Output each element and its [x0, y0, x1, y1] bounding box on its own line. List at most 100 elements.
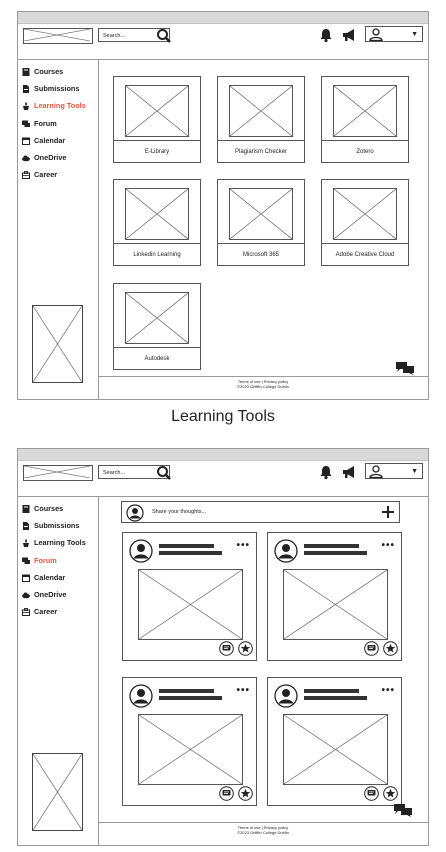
search-input[interactable]: Search... — [98, 465, 170, 479]
sidebar-item-career[interactable]: Career — [22, 607, 57, 616]
document-icon — [22, 521, 30, 530]
post-meta-placeholder — [304, 696, 367, 700]
header: Search... ▼ — [18, 461, 428, 497]
forum-post[interactable]: ••• — [267, 532, 402, 661]
sidebar-item-label: OneDrive — [34, 590, 67, 599]
post-meta-placeholder — [159, 551, 222, 555]
sidebar-item-label: Submissions — [34, 521, 80, 530]
sidebar-image-placeholder — [32, 305, 83, 383]
sidebar-item-onedrive[interactable]: OneDrive — [22, 590, 66, 599]
tool-image-placeholder — [333, 85, 397, 137]
tool-image-placeholder — [125, 85, 189, 137]
sidebar-item-label: Career — [34, 170, 58, 179]
user-icon — [369, 28, 383, 41]
tool-tile[interactable]: E-Library — [113, 76, 201, 163]
tool-label: Autodesk — [144, 356, 170, 362]
sidebar: Courses Submissions Learning Tools Forum… — [18, 497, 99, 845]
sidebar-item-calendar[interactable]: Calendar — [22, 136, 65, 145]
star-icon[interactable] — [238, 641, 253, 656]
user-menu[interactable]: ▼ — [365, 463, 423, 479]
forum-post[interactable]: ••• — [122, 532, 257, 661]
more-options-icon[interactable]: ••• — [381, 540, 395, 551]
forum-post[interactable]: ••• — [122, 677, 257, 806]
megaphone-icon[interactable] — [341, 27, 357, 43]
sidebar-image-placeholder — [32, 753, 83, 831]
more-options-icon[interactable]: ••• — [381, 685, 395, 696]
user-menu[interactable]: ▼ — [365, 26, 423, 42]
footer-links[interactable]: Terms of use | Privacy policy — [237, 825, 289, 830]
search-icon[interactable] — [156, 465, 172, 481]
sidebar-item-label: Learning Tools — [34, 538, 86, 547]
bell-icon[interactable] — [318, 27, 334, 43]
window-top-bar — [18, 449, 428, 461]
logo[interactable] — [23, 28, 93, 44]
chevron-down-icon[interactable]: ▼ — [411, 468, 418, 475]
megaphone-icon[interactable] — [341, 464, 357, 480]
tool-tile[interactable]: Plagiarism Checker — [217, 76, 305, 163]
tool-image-placeholder — [229, 188, 293, 240]
post-image-placeholder — [138, 569, 243, 640]
post-image-placeholder — [283, 714, 388, 785]
tool-label: Microsoft 365 — [242, 252, 279, 258]
search-input[interactable]: Search... — [98, 28, 170, 42]
chevron-down-icon[interactable]: ▼ — [411, 31, 418, 38]
learning-tools-screen: Search... ▼ Courses Submissions Learnin — [17, 11, 429, 400]
comment-icon[interactable] — [364, 641, 379, 656]
tool-image-placeholder — [125, 292, 189, 344]
tool-tile[interactable]: Autodesk — [113, 283, 201, 370]
post-meta-placeholder — [304, 551, 367, 555]
comment-icon[interactable] — [219, 786, 234, 801]
tool-image-placeholder — [125, 188, 189, 240]
tool-tile[interactable]: Zotero — [321, 76, 409, 163]
avatar — [274, 684, 298, 708]
cloud-icon — [22, 591, 30, 599]
sidebar-item-submissions[interactable]: Submissions — [22, 521, 79, 530]
sidebar-item-forum[interactable]: Forum — [22, 119, 57, 128]
compose-input[interactable]: Share your thoughts... — [152, 509, 207, 515]
post-image-placeholder — [138, 714, 243, 785]
forum-post[interactable]: ••• — [267, 677, 402, 806]
logo[interactable] — [23, 465, 93, 481]
tool-tile[interactable]: Microsoft 365 — [217, 179, 305, 266]
sidebar-item-submissions[interactable]: Submissions — [22, 84, 79, 93]
briefcase-icon — [22, 607, 30, 616]
chat-icon[interactable] — [394, 803, 412, 817]
star-icon[interactable] — [383, 641, 398, 656]
sidebar-item-forum[interactable]: Forum — [22, 556, 57, 565]
more-options-icon[interactable]: ••• — [236, 685, 250, 696]
sidebar-item-calendar[interactable]: Calendar — [22, 573, 65, 582]
tool-image-placeholder — [229, 85, 293, 137]
more-options-icon[interactable]: ••• — [236, 540, 250, 551]
document-icon — [22, 84, 30, 93]
tool-label: Adobe Creative Cloud — [335, 252, 395, 258]
sidebar-item-label: Forum — [34, 556, 57, 565]
calendar-icon — [22, 137, 30, 145]
tools-icon — [22, 102, 30, 110]
star-icon[interactable] — [238, 786, 253, 801]
tool-label: Zotero — [356, 149, 374, 155]
sidebar-item-onedrive[interactable]: OneDrive — [22, 153, 66, 162]
compose-box[interactable]: Share your thoughts... — [121, 501, 400, 523]
comment-icon[interactable] — [219, 641, 234, 656]
sidebar-item-courses[interactable]: Courses — [22, 504, 63, 513]
footer-links[interactable]: Terms of use | Privacy policy — [237, 379, 289, 384]
post-image-placeholder — [283, 569, 388, 640]
star-icon[interactable] — [383, 786, 398, 801]
chat-icon[interactable] — [396, 361, 414, 375]
bell-icon[interactable] — [318, 464, 334, 480]
tool-label: Plagiarism Checker — [234, 149, 288, 155]
comment-icon[interactable] — [364, 786, 379, 801]
sidebar-item-courses[interactable]: Courses — [22, 67, 63, 76]
sidebar-item-label: Career — [34, 607, 58, 616]
forum-icon — [22, 557, 30, 565]
avatar — [129, 684, 153, 708]
sidebar-item-learning-tools[interactable]: Learning Tools — [22, 538, 86, 547]
plus-icon[interactable] — [381, 505, 395, 519]
sidebar-item-career[interactable]: Career — [22, 170, 57, 179]
sidebar-item-learning-tools[interactable]: Learning Tools — [22, 101, 86, 110]
sidebar-item-label: Forum — [34, 119, 57, 128]
search-icon[interactable] — [156, 28, 172, 44]
tool-tile[interactable]: Linkedin Learning — [113, 179, 201, 266]
tool-tile[interactable]: Adobe Creative Cloud — [321, 179, 409, 266]
post-author-placeholder — [304, 544, 359, 548]
